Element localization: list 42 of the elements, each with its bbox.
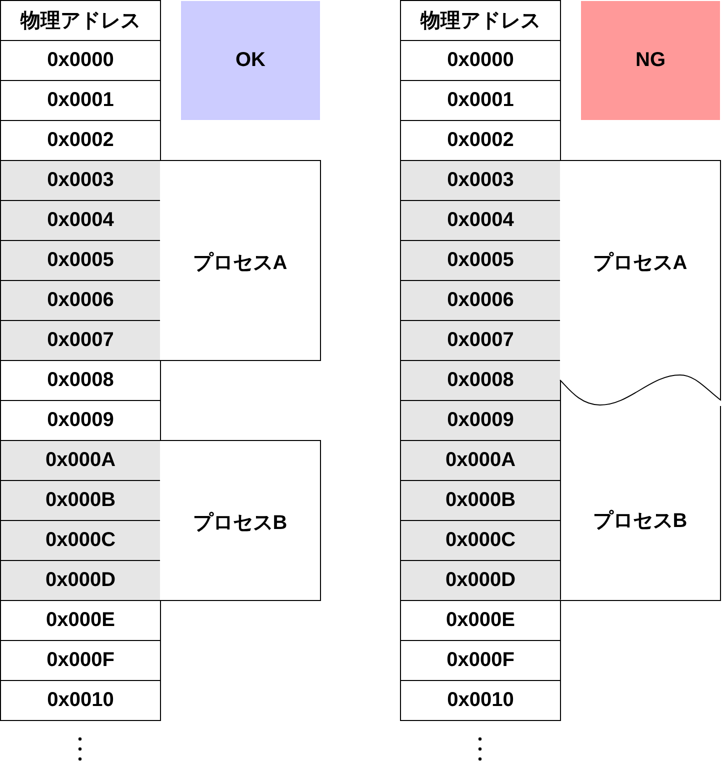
address-cell: 0x0001	[0, 80, 161, 121]
address-cell: 0x000B	[400, 480, 561, 521]
address-cell: 0x0009	[400, 400, 561, 441]
address-cell: 0x000B	[0, 480, 161, 521]
status-badge: NG	[581, 1, 720, 120]
address-cell: 0x000D	[400, 560, 561, 601]
address-cell: 0x0004	[400, 200, 561, 241]
address-cell: 0x0001	[400, 80, 561, 121]
address-cell: 0x000D	[0, 560, 161, 601]
address-cell: 0x000F	[400, 640, 561, 681]
address-cell: 0x0000	[400, 40, 561, 81]
address-cell: 0x0006	[400, 280, 561, 321]
address-cell: 0x0006	[0, 280, 161, 321]
address-cell: 0x000E	[0, 600, 161, 641]
address-cell: 0x0003	[400, 160, 561, 201]
process-block: プロセスA	[160, 160, 321, 361]
address-cell: 0x0007	[400, 320, 561, 361]
address-cell: 0x000C	[0, 520, 161, 561]
process-block: プロセスB	[160, 440, 321, 601]
address-cell: 0x0000	[0, 40, 161, 81]
address-cell: 0x0009	[0, 400, 161, 441]
address-cell: 0x0004	[0, 200, 161, 241]
address-cell: 0x000F	[0, 640, 161, 681]
address-cell: 0x0008	[0, 360, 161, 401]
table-header: 物理アドレス	[0, 0, 161, 41]
table-header: 物理アドレス	[400, 0, 561, 41]
address-cell: 0x0005	[0, 240, 161, 281]
address-cell: 0x0007	[0, 320, 161, 361]
address-cell: 0x0002	[0, 120, 161, 161]
address-cell: 0x000A	[0, 440, 161, 481]
address-cell: 0x0002	[400, 120, 561, 161]
status-badge: OK	[181, 1, 320, 120]
address-cell: 0x000A	[400, 440, 561, 481]
address-cell: 0x0008	[400, 360, 561, 401]
address-cell: 0x0010	[0, 680, 161, 721]
address-cell: 0x0005	[400, 240, 561, 281]
address-cell: 0x000C	[400, 520, 561, 561]
address-cell: 0x0003	[0, 160, 161, 201]
process-block: プロセスA	[560, 160, 722, 406]
address-cell: 0x0010	[400, 680, 561, 721]
address-cell: 0x000E	[400, 600, 561, 641]
process-block: プロセスB	[560, 406, 722, 601]
